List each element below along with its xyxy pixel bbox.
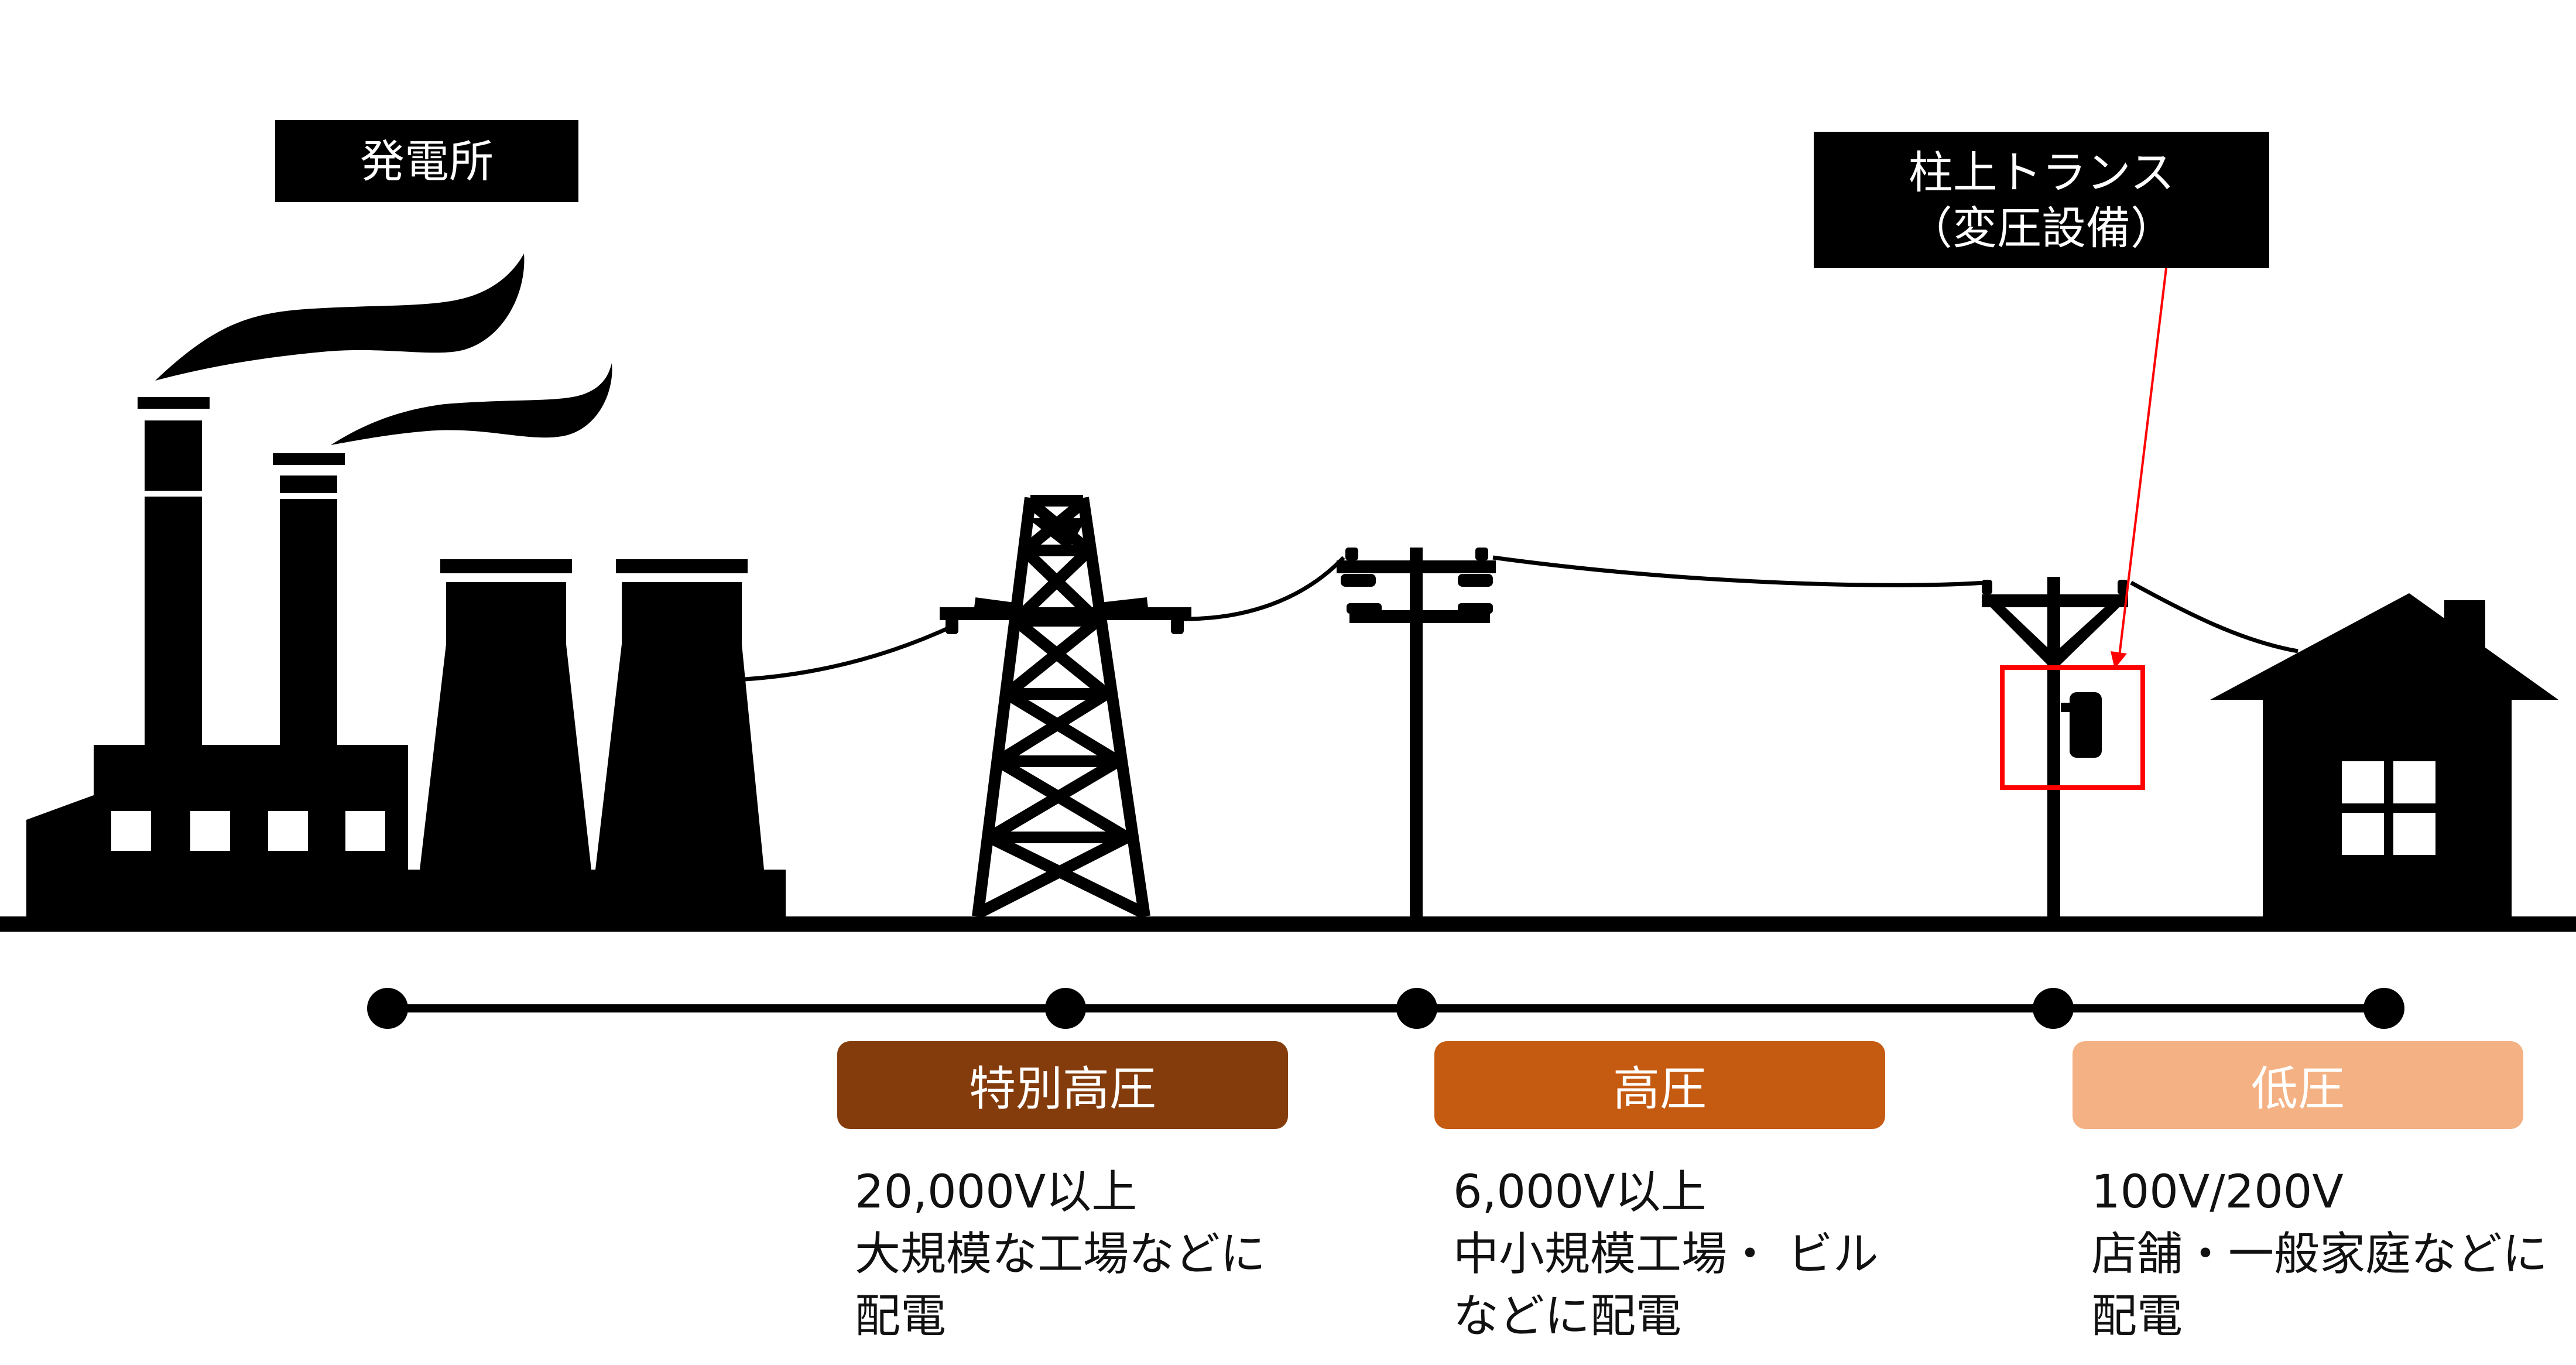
tier-description-low: 100V/200V 店舗・一般家庭などに 配電 xyxy=(2091,1161,2548,1347)
transformer-callout-arrow xyxy=(2111,268,2167,669)
tier-description-high: 6,000V以上 中小規模工場・ ビル などに配電 xyxy=(1453,1161,1879,1347)
tier-name: 特別高圧 xyxy=(969,1062,1156,1116)
utility-pole-icon xyxy=(1337,548,1496,916)
house-icon xyxy=(2210,593,2558,916)
transformer-highlight-box xyxy=(2000,665,2145,790)
description-line: 配電 xyxy=(2091,1290,2183,1343)
transformer-label-line1: 柱上トランス xyxy=(1908,146,2175,199)
description-line: 中小規模工場・ ビル xyxy=(1453,1228,1879,1281)
tier-name: 高圧 xyxy=(1613,1062,1707,1116)
description-line: 20,000V以上 xyxy=(855,1166,1138,1219)
transformer-pole-icon xyxy=(1982,577,2128,916)
description-line: 店舗・一般家庭などに xyxy=(2091,1228,2548,1281)
ground-line xyxy=(0,916,2576,932)
power-plant-windows xyxy=(111,811,385,851)
transmission-tower-icon xyxy=(940,495,1191,919)
transformer-label-line2: （変圧設備） xyxy=(1908,201,2175,254)
plant-label-text: 発電所 xyxy=(360,135,494,187)
plant-label: 発電所 xyxy=(275,120,578,202)
description-line: 配電 xyxy=(855,1290,947,1343)
voltage-timeline xyxy=(367,988,2404,1029)
description-line: 6,000V以上 xyxy=(1453,1166,1707,1219)
timeline-node-house xyxy=(2363,988,2404,1029)
description-line: などに配電 xyxy=(1453,1290,1682,1343)
tier-pill-high: 高圧 xyxy=(1434,1041,1885,1129)
description-line: 大規模な工場などに xyxy=(855,1228,1266,1281)
house-window xyxy=(2342,761,2435,855)
tier-description-extra-high: 20,000V以上 大規模な工場などに 配電 xyxy=(855,1161,1266,1347)
description-line: 100V/200V xyxy=(2091,1166,2344,1219)
power-lines xyxy=(744,555,2298,682)
power-plant-icon xyxy=(26,254,786,916)
timeline-node-transformer xyxy=(2033,988,2074,1029)
tier-pill-low: 低圧 xyxy=(2073,1041,2523,1129)
timeline-node-plant xyxy=(367,988,408,1029)
timeline-node-tower xyxy=(1045,988,1086,1029)
tier-pill-extra-high: 特別高圧 xyxy=(837,1041,1288,1129)
transformer-label: 柱上トランス （変圧設備） xyxy=(1814,132,2269,268)
tier-name: 低圧 xyxy=(2251,1062,2345,1116)
timeline-node-pole xyxy=(1396,988,1437,1029)
